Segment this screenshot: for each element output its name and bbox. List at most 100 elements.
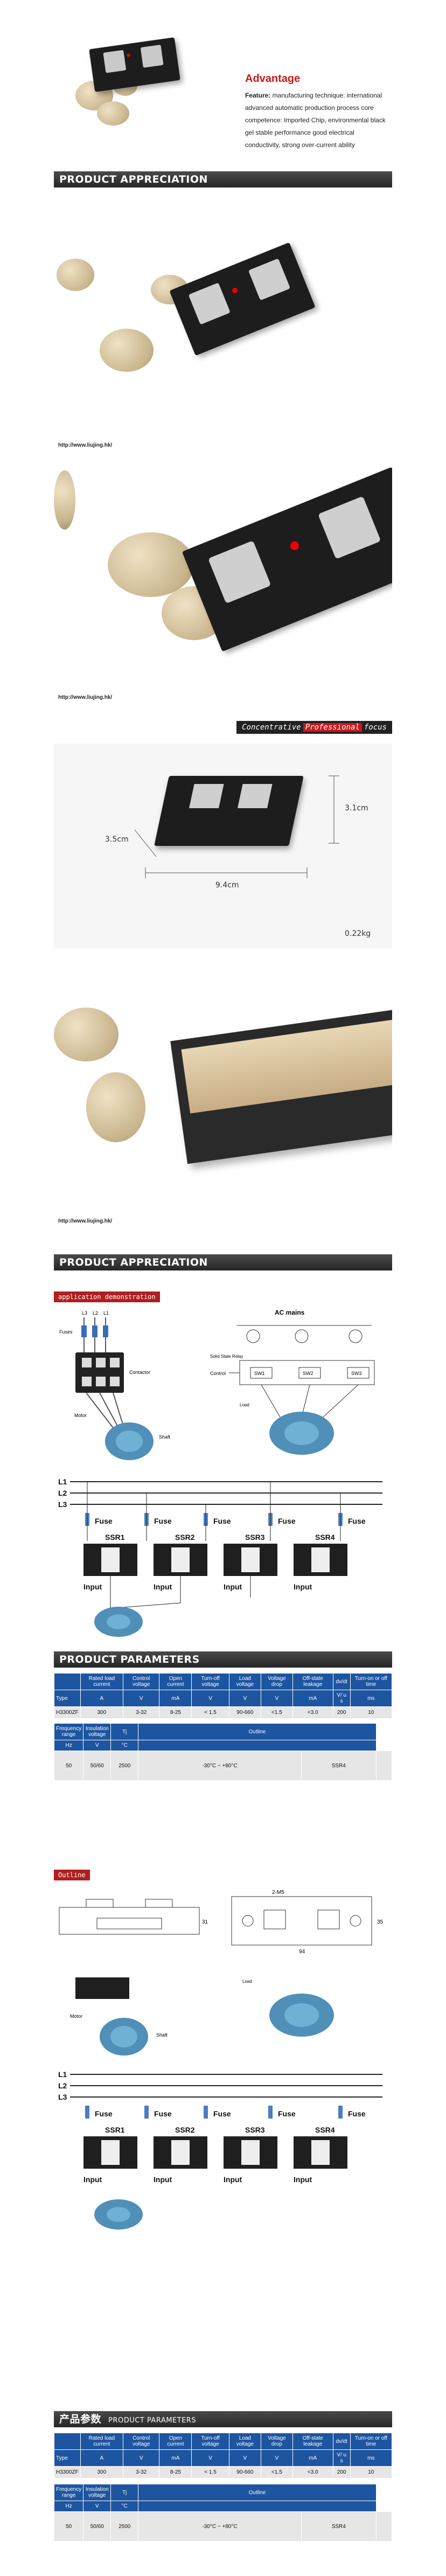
ssr-label: SSR3 <box>245 1533 265 1542</box>
input-label: Input <box>224 1582 242 1591</box>
fuse-label: Fuse <box>213 1517 231 1525</box>
phase-label: L3 <box>82 1310 87 1316</box>
table-unit: V <box>122 1690 160 1707</box>
table-cell: 90-660 <box>228 1706 262 1719</box>
table-unit: °C <box>110 2501 139 2512</box>
ssr-label: SSR4 <box>315 2126 335 2134</box>
table-unit: V <box>228 2449 262 2467</box>
outline-tag: Outline <box>54 1870 90 1880</box>
table-header: Control voltage <box>122 1673 160 1690</box>
table-unit <box>138 1740 377 1751</box>
table-cell: 300 <box>80 2466 123 2478</box>
phase-label: L2 <box>93 1310 98 1316</box>
table-cell: 50/60 <box>83 1751 111 1781</box>
dimension-depth: 3.5cm <box>105 835 129 844</box>
table-cell: H3300ZF <box>54 2466 81 2478</box>
fuse-label: Fuse <box>348 1517 366 1525</box>
fuse-label: Fuse <box>278 1517 296 1525</box>
table-header: Open current <box>159 1673 192 1690</box>
input-label: Input <box>294 2175 312 2184</box>
outline-application-diagram: Motor Shaft Load <box>70 1977 334 2056</box>
table-unit <box>138 2501 377 2512</box>
product-photo-3: http://www.liujing.hk/ <box>54 975 392 1228</box>
table-header: dv/dt <box>332 1673 351 1690</box>
dimension-photo: 3.1cm 3.5cm 9.4cm 0.22kg <box>54 744 392 948</box>
contactor-label: Contactor <box>129 1370 150 1375</box>
table-header: Tj <box>110 1723 139 1740</box>
fuse-label: Fuse <box>213 2109 231 2118</box>
table-unit: V/ u s <box>332 2449 351 2467</box>
table-cell: < 1.5 <box>191 1706 229 1719</box>
table-unit: mA <box>159 1690 192 1707</box>
table-header: Off-state leakage <box>292 2433 333 2450</box>
table-cell: 3-32 <box>122 2466 160 2478</box>
advantage-box: Advantage Feature: manufacturing techniq… <box>245 73 391 151</box>
line-label: L3 <box>58 1500 67 1509</box>
fuses-label: Fuses <box>59 1329 73 1335</box>
dimension-width: 9.4cm <box>215 881 239 890</box>
table-unit: Hz <box>53 2501 84 2512</box>
input-label: Input <box>224 2175 242 2184</box>
stone-decoration <box>86 1072 145 1142</box>
ssr-label: SSR2 <box>175 1533 195 1542</box>
table-cell: 2500 <box>110 2511 139 2542</box>
table-cell: <3.0 <box>292 2466 333 2478</box>
fuse-label: Fuse <box>154 2109 172 2118</box>
table-cell: 50/60 <box>83 2511 111 2542</box>
ac-mains-label: AC mains <box>275 1309 305 1316</box>
fuse-row: Fuse Fuse Fuse Fuse Fuse <box>85 1482 366 1541</box>
relay-module-image <box>182 467 392 652</box>
line-label: L1 <box>58 2070 67 2079</box>
table-header: dv/dt <box>332 2433 351 2450</box>
load-label: Load <box>242 1979 252 1984</box>
table-header: Outline <box>138 1723 377 1740</box>
table-unit: mA <box>292 2449 333 2467</box>
table-cell: < 1.5 <box>191 2466 229 2478</box>
phase-label: L1 <box>103 1310 109 1316</box>
product-photo-1: http://www.liujing.hk/ <box>54 205 392 453</box>
table-cell: <3.0 <box>292 1706 333 1719</box>
table-unit: Hz <box>53 1740 84 1751</box>
outline-drawing: 2-M5 31 94 35 <box>59 1890 384 1955</box>
section-title-en: PRODUCT PARAMETERS <box>108 2417 197 2425</box>
parameters-table-1: Rated load current Control voltage Open … <box>54 1673 393 1719</box>
motor-label: Motor <box>70 2013 82 2019</box>
table-header: Tj <box>110 2484 139 2501</box>
sw-label: SW1 <box>254 1371 265 1376</box>
relay-module-image <box>89 37 180 92</box>
fuse-label: Fuse <box>95 2109 113 2118</box>
photo-url: http://www.liujing.hk/ <box>58 695 113 700</box>
ssr-label: SSR1 <box>105 1533 125 1542</box>
outline-dim: 94 <box>299 1949 305 1955</box>
table-header: Insulation voltage <box>83 2484 111 2501</box>
advantage-text: Feature: manufacturing technique: intern… <box>245 89 391 151</box>
feature-label: Feature: <box>245 92 271 99</box>
product-photo-2: http://www.liujing.hk/ <box>54 457 392 705</box>
relay-module-image <box>170 1007 392 1164</box>
stone-decoration <box>97 101 129 126</box>
table-cell: 10 <box>350 2466 393 2478</box>
application-tag: application demonstration <box>54 1292 160 1302</box>
table-unit: V <box>83 1740 111 1751</box>
ssr-label: SSR2 <box>175 2126 195 2134</box>
application-diagram-2: L1 L2 L3 Fuse Fuse Fuse Fuse Fuse SSR1 S… <box>58 1477 382 1637</box>
table-cell: 50 <box>53 1751 84 1781</box>
fuse-label: Fuse <box>348 2109 366 2118</box>
outline-label: 2-M5 <box>272 1890 284 1895</box>
table-header: Frequency range <box>53 2484 84 2501</box>
table-cell: 300 <box>80 1706 123 1719</box>
line-label: L3 <box>58 2093 67 2101</box>
outline-dim: 35 <box>377 1919 384 1925</box>
table-row: H3300ZF 300 3-32 8-25 < 1.5 90-660 <1.5 … <box>54 2466 393 2478</box>
section-title-parameters: PRODUCT PARAMETERS <box>54 1651 392 1668</box>
bus-lines: L1 L2 L3 <box>58 1477 382 1509</box>
feature-text: manufacturing technique: international a… <box>245 92 386 149</box>
table-unit: V <box>228 1690 262 1707</box>
table-unit: Type <box>54 1690 81 1707</box>
stone-decoration <box>57 259 94 291</box>
table-cell: SSR4 <box>301 1751 377 1781</box>
table-header: Load voltage <box>228 1673 262 1690</box>
section-title-appreciation: PRODUCT APPRECIATION <box>54 171 392 188</box>
table-cell: <1.5 <box>261 2466 293 2478</box>
